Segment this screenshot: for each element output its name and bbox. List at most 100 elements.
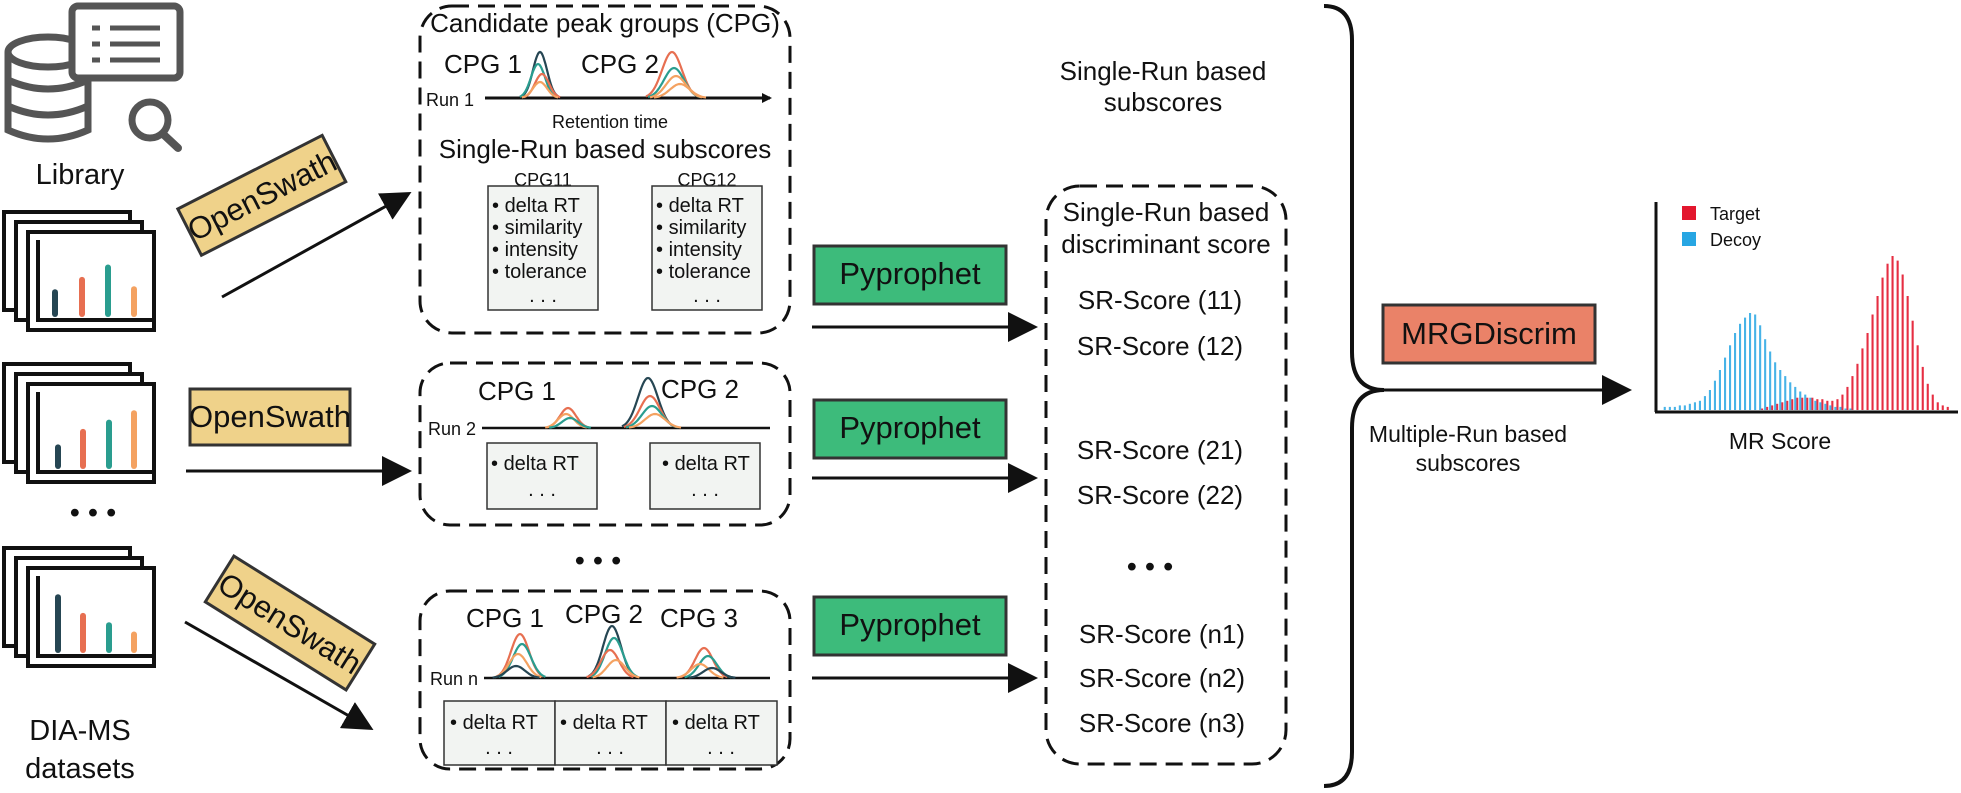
histogram-bar-decoy bbox=[1703, 396, 1706, 410]
histogram-bar-decoy bbox=[1824, 403, 1827, 410]
runn-feature-2: • delta RT bbox=[560, 712, 648, 734]
run2-label: Run 2 bbox=[428, 419, 476, 439]
histogram-bar-decoy bbox=[1734, 333, 1737, 410]
histogram-bar-target bbox=[1776, 403, 1779, 410]
sr-score-n2: SR-Score (n2) bbox=[1079, 663, 1245, 693]
openswath-tag-3: OpenSwath bbox=[203, 554, 377, 692]
run2-feature-2: • delta RT bbox=[662, 453, 750, 475]
chromatogram-peak bbox=[544, 412, 588, 429]
histogram-bar-decoy bbox=[1849, 408, 1852, 410]
chromatogram-peak bbox=[494, 652, 542, 679]
histogram-bar-target bbox=[1886, 263, 1889, 410]
sr-score-21: SR-Score (21) bbox=[1077, 435, 1243, 465]
cpg2-label-run2: CPG 2 bbox=[661, 374, 739, 404]
histogram-bar-target bbox=[1816, 399, 1819, 410]
cpg11-ellipsis: . . . bbox=[529, 285, 557, 307]
pyprophet-tag-3: Pyprophet bbox=[812, 595, 1008, 657]
dataset-axes bbox=[36, 240, 152, 322]
histogram-bar-decoy bbox=[1683, 405, 1686, 410]
cpg12-feature-1: • delta RT bbox=[656, 195, 744, 217]
cpg1-label-run2: CPG 1 bbox=[478, 376, 556, 406]
legend-decoy-swatch bbox=[1682, 232, 1696, 246]
histogram-bar-decoy bbox=[1774, 362, 1777, 410]
histogram-bar-decoy bbox=[1789, 382, 1792, 410]
cpg12-feature-4: • tolerance bbox=[656, 261, 751, 283]
peaks-run2 bbox=[544, 376, 682, 429]
histogram-bar-target bbox=[1936, 402, 1939, 410]
openswath-label-2: OpenSwath bbox=[189, 399, 351, 434]
cpg12-title: CPG12 bbox=[677, 170, 736, 190]
histogram-bar-decoy bbox=[1799, 391, 1802, 410]
library-label: Library bbox=[36, 159, 125, 191]
datasets-label-line2: datasets bbox=[25, 753, 135, 785]
histogram-bar-decoy bbox=[1739, 323, 1742, 410]
histogram-bar-target bbox=[1771, 405, 1774, 410]
sr-heading-line1: Single-Run based bbox=[1063, 197, 1270, 227]
chromatogram-peak bbox=[521, 80, 559, 99]
chromatogram-peak bbox=[592, 658, 640, 679]
cpg12-feature-2: • similarity bbox=[656, 217, 746, 239]
histogram-bar-decoy bbox=[1804, 394, 1807, 410]
histogram-bar-decoy bbox=[1698, 400, 1701, 410]
mr-score-bars bbox=[1663, 256, 1949, 410]
histogram-bar-target bbox=[1871, 314, 1874, 410]
cpg-panel-1 bbox=[418, 4, 792, 335]
histogram-bar-target bbox=[1811, 397, 1814, 410]
histogram-bar-target bbox=[1916, 345, 1919, 410]
cpg11-feature-2: • similarity bbox=[492, 217, 582, 239]
histogram-bar-target bbox=[1901, 274, 1904, 410]
chromatogram-peak bbox=[676, 662, 724, 679]
peaks-run1 bbox=[519, 50, 707, 99]
merge-brace bbox=[1323, 4, 1385, 788]
histogram-bar-decoy bbox=[1693, 402, 1696, 410]
chromatogram-peak bbox=[548, 416, 592, 429]
pyprophet-label-1: Pyprophet bbox=[839, 256, 981, 291]
sr-score-n1: SR-Score (n1) bbox=[1079, 619, 1245, 649]
histogram-bar-target bbox=[1941, 405, 1944, 410]
single-run-subscores-line2: subscores bbox=[1104, 87, 1223, 117]
histogram-bar-target bbox=[1851, 376, 1854, 410]
histogram-bar-decoy bbox=[1784, 376, 1787, 410]
histogram-bar-target bbox=[1781, 402, 1784, 410]
histogram-bar-target bbox=[1881, 277, 1884, 410]
runn-ellipsis-2: . . . bbox=[596, 737, 624, 759]
single-run-subscores-line1: Single-Run based bbox=[1060, 56, 1267, 86]
histogram-bar-decoy bbox=[1724, 357, 1727, 410]
cpg-panel-title: Candidate peak groups (CPG) bbox=[430, 8, 780, 38]
histogram-bar-target bbox=[1891, 256, 1894, 410]
runn-ellipsis-3: . . . bbox=[707, 737, 735, 759]
datasets-label-line1: DIA-MS bbox=[29, 715, 131, 747]
single-run-subscores-title: Single-Run based subscores bbox=[439, 134, 771, 164]
histogram-bar-target bbox=[1926, 383, 1929, 410]
legend-target-swatch bbox=[1682, 206, 1696, 220]
histogram-bar-decoy bbox=[1764, 339, 1767, 410]
pyprophet-tag-2: Pyprophet bbox=[812, 398, 1008, 460]
histogram-bar-decoy bbox=[1754, 314, 1757, 410]
dataset-stack-3 bbox=[2, 546, 156, 668]
histogram-bar-target bbox=[1856, 363, 1859, 410]
cpg11-feature-box: • delta RT • similarity • intensity • to… bbox=[487, 185, 599, 311]
histogram-bar-decoy bbox=[1829, 405, 1832, 410]
histogram-bar-target bbox=[1861, 348, 1864, 410]
histogram-bar-decoy bbox=[1759, 325, 1762, 410]
run2-feature-box-1: • delta RT . . . bbox=[486, 442, 598, 510]
sr-score-12: SR-Score (12) bbox=[1077, 331, 1243, 361]
dataset-axes bbox=[36, 392, 152, 474]
cpg12-feature-3: • intensity bbox=[656, 239, 742, 261]
chromatogram-peak bbox=[628, 412, 682, 429]
histogram-bar-target bbox=[1786, 400, 1789, 410]
chromatogram-peak bbox=[492, 664, 540, 679]
histogram-bar-decoy bbox=[1749, 313, 1752, 410]
peaks-runn bbox=[492, 624, 736, 679]
pyprophet-label-3: Pyprophet bbox=[839, 607, 981, 642]
histogram-bar-target bbox=[1896, 260, 1899, 410]
histogram-bar-decoy bbox=[1744, 317, 1747, 410]
histogram-bar-target bbox=[1766, 406, 1769, 410]
runs-dots: • • • bbox=[575, 545, 622, 577]
multi-run-subscores-line2: subscores bbox=[1416, 450, 1521, 476]
runn-feature-3: • delta RT bbox=[672, 712, 760, 734]
histogram-bar-decoy bbox=[1708, 390, 1711, 410]
run2-feature-1: • delta RT bbox=[491, 453, 579, 475]
sr-score-panel bbox=[1044, 184, 1288, 766]
